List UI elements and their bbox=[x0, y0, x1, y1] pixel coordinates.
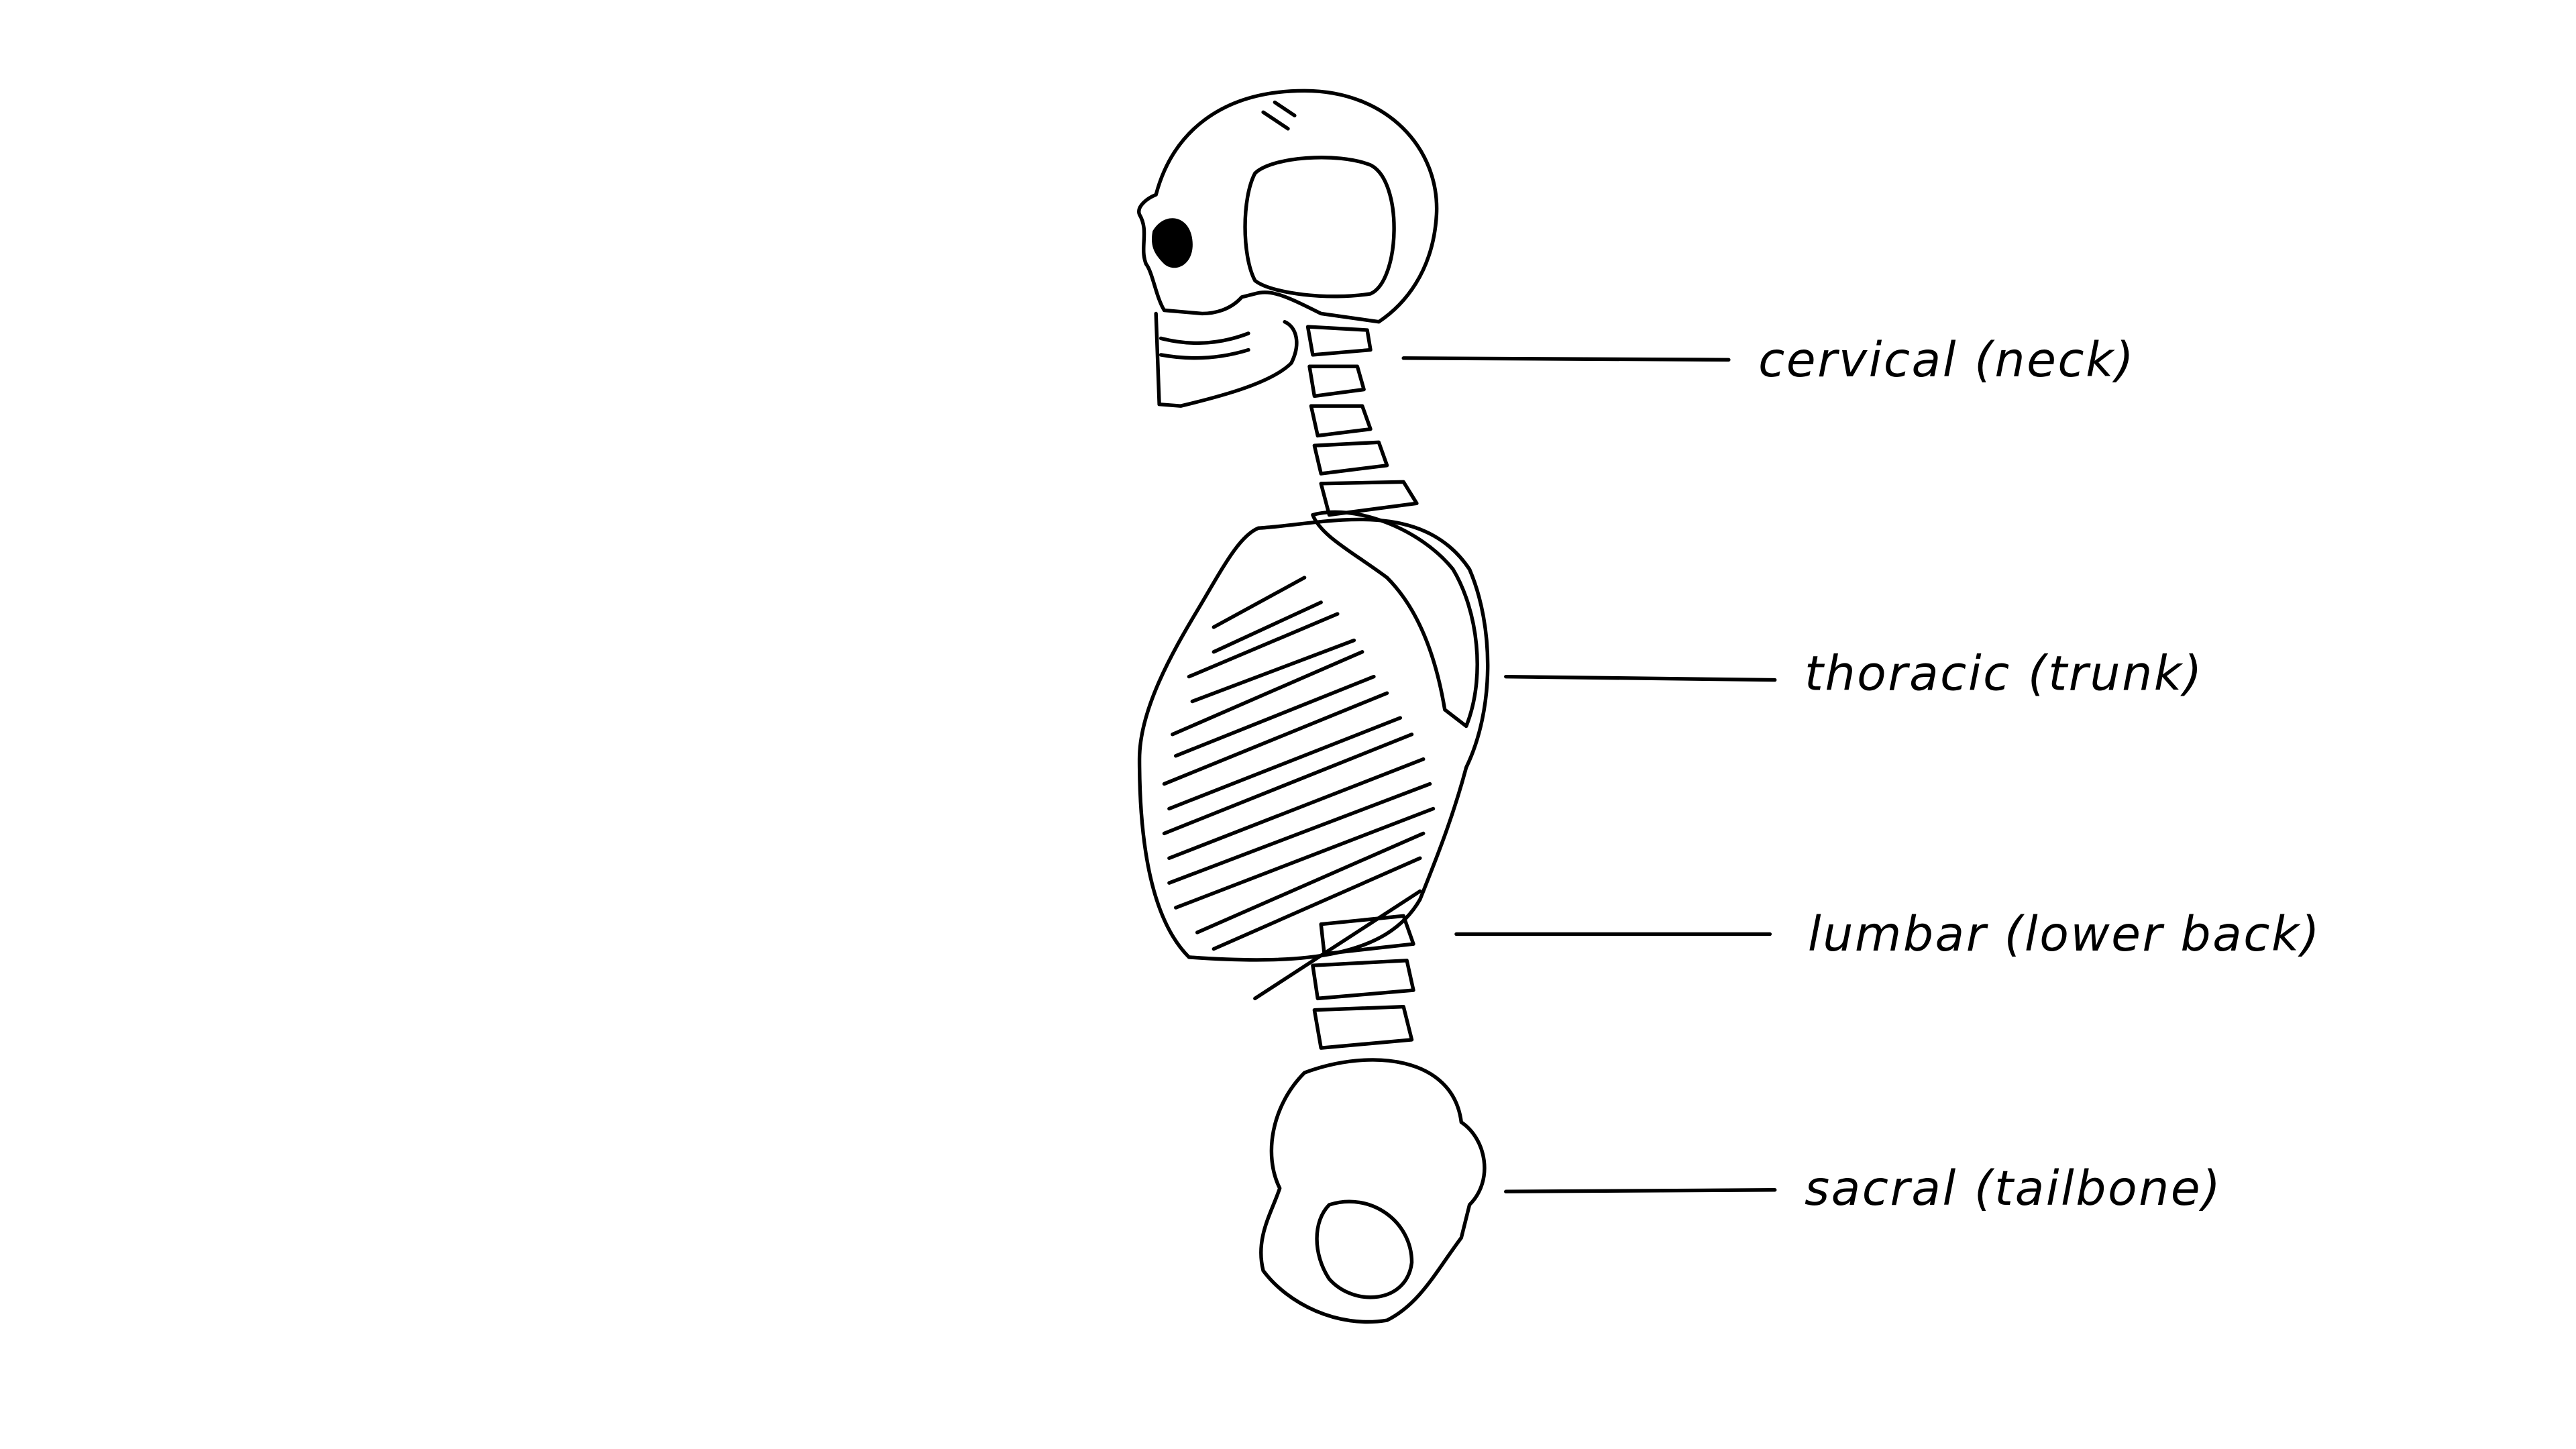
lumbar-vertebrae bbox=[1311, 914, 1415, 1050]
ribs bbox=[1162, 576, 1436, 1001]
cervical-leader-line bbox=[1401, 356, 1731, 362]
thoracic-label: thoracic (trunk) bbox=[1805, 645, 2204, 701]
skull bbox=[1137, 89, 1439, 408]
cervical-vertebrae bbox=[1305, 325, 1419, 517]
sacral-label: sacral (tailbone) bbox=[1805, 1161, 2222, 1216]
sacral-leader-line bbox=[1504, 1188, 1777, 1193]
leader-lines bbox=[1401, 356, 1777, 1193]
pelvis bbox=[1259, 1058, 1487, 1324]
thoracic-leader-line bbox=[1504, 674, 1777, 682]
lumbar-label: lumbar (lower back) bbox=[1808, 906, 2321, 962]
ribcage bbox=[1137, 510, 1490, 1001]
cervical-label: cervical (neck) bbox=[1758, 332, 2135, 388]
